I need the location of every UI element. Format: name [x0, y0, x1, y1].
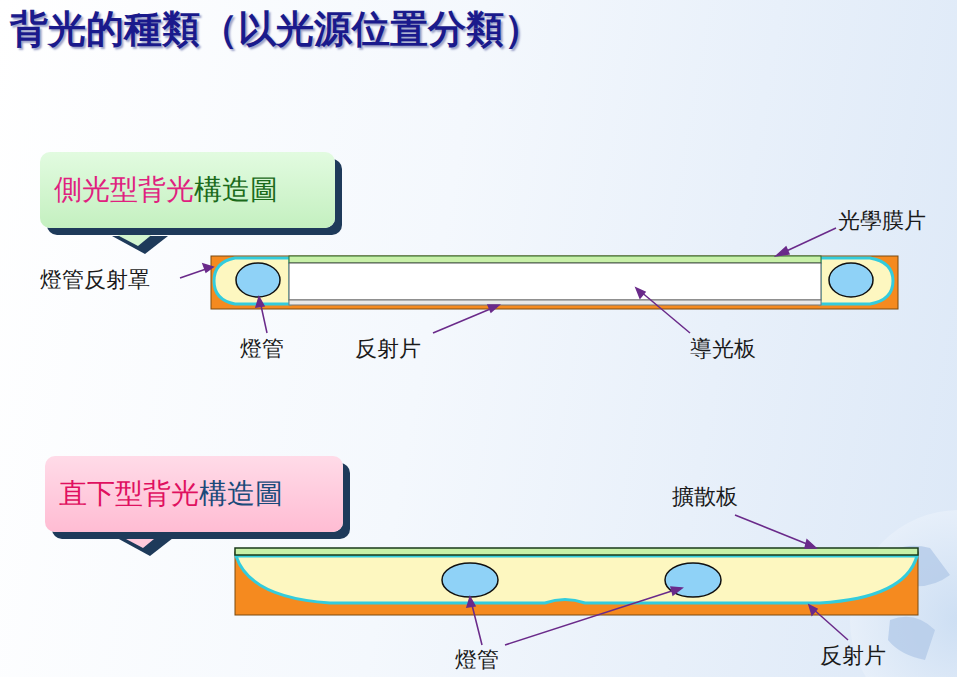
frame [235, 552, 918, 615]
leader-line [433, 307, 495, 333]
part-label: 燈管反射罩 [40, 267, 150, 293]
arrow-head [203, 264, 213, 272]
leader-line [640, 291, 690, 333]
arrow-head [636, 288, 645, 298]
bubble-tail [109, 530, 165, 548]
callout-bubble: 直下型背光構造圖 [45, 456, 343, 532]
page-title: 背光的種類（以光源位置分類） [10, 6, 542, 52]
part-label: 燈管 [455, 647, 499, 673]
lamp [442, 563, 498, 597]
bubble-heading: 側光型背光 [54, 171, 194, 209]
part-label: 擴散板 [672, 484, 738, 510]
lamp [829, 263, 873, 297]
frame [211, 256, 898, 309]
part-label: 反射片 [355, 336, 421, 362]
part-label: 燈管 [240, 336, 284, 362]
leader-line [780, 228, 836, 254]
diffuser-plate [235, 548, 918, 555]
part-label: 導光板 [690, 336, 756, 362]
lamp-reflector [214, 258, 290, 304]
bubble-text: 構造圖 [199, 475, 283, 513]
leader-line [812, 608, 848, 640]
light-guide-plate [289, 263, 821, 300]
leader-line [505, 589, 678, 645]
arrow-head [805, 540, 816, 548]
bubble-tail [104, 228, 160, 246]
reflector-sheet [289, 300, 821, 305]
part-label: 光學膜片 [838, 208, 926, 234]
bubble-text: 構造圖 [194, 171, 278, 209]
leader-line [735, 515, 812, 546]
optical-film [289, 256, 821, 263]
arrow-head [671, 587, 682, 595]
lamp [236, 263, 280, 297]
lamp [665, 563, 721, 597]
callout-bubble: 側光型背光構造圖 [40, 152, 335, 228]
lamp-reflector [820, 258, 893, 304]
leader-line [471, 601, 482, 645]
reflector-sheet [236, 556, 917, 603]
arrow-head [488, 305, 499, 312]
part-label: 反射片 [820, 643, 886, 669]
arrow-head [256, 297, 264, 307]
arrow-head [467, 597, 475, 607]
arrow-head [809, 605, 817, 615]
arrow-head [776, 247, 789, 256]
bubble-heading: 直下型背光 [59, 475, 199, 513]
